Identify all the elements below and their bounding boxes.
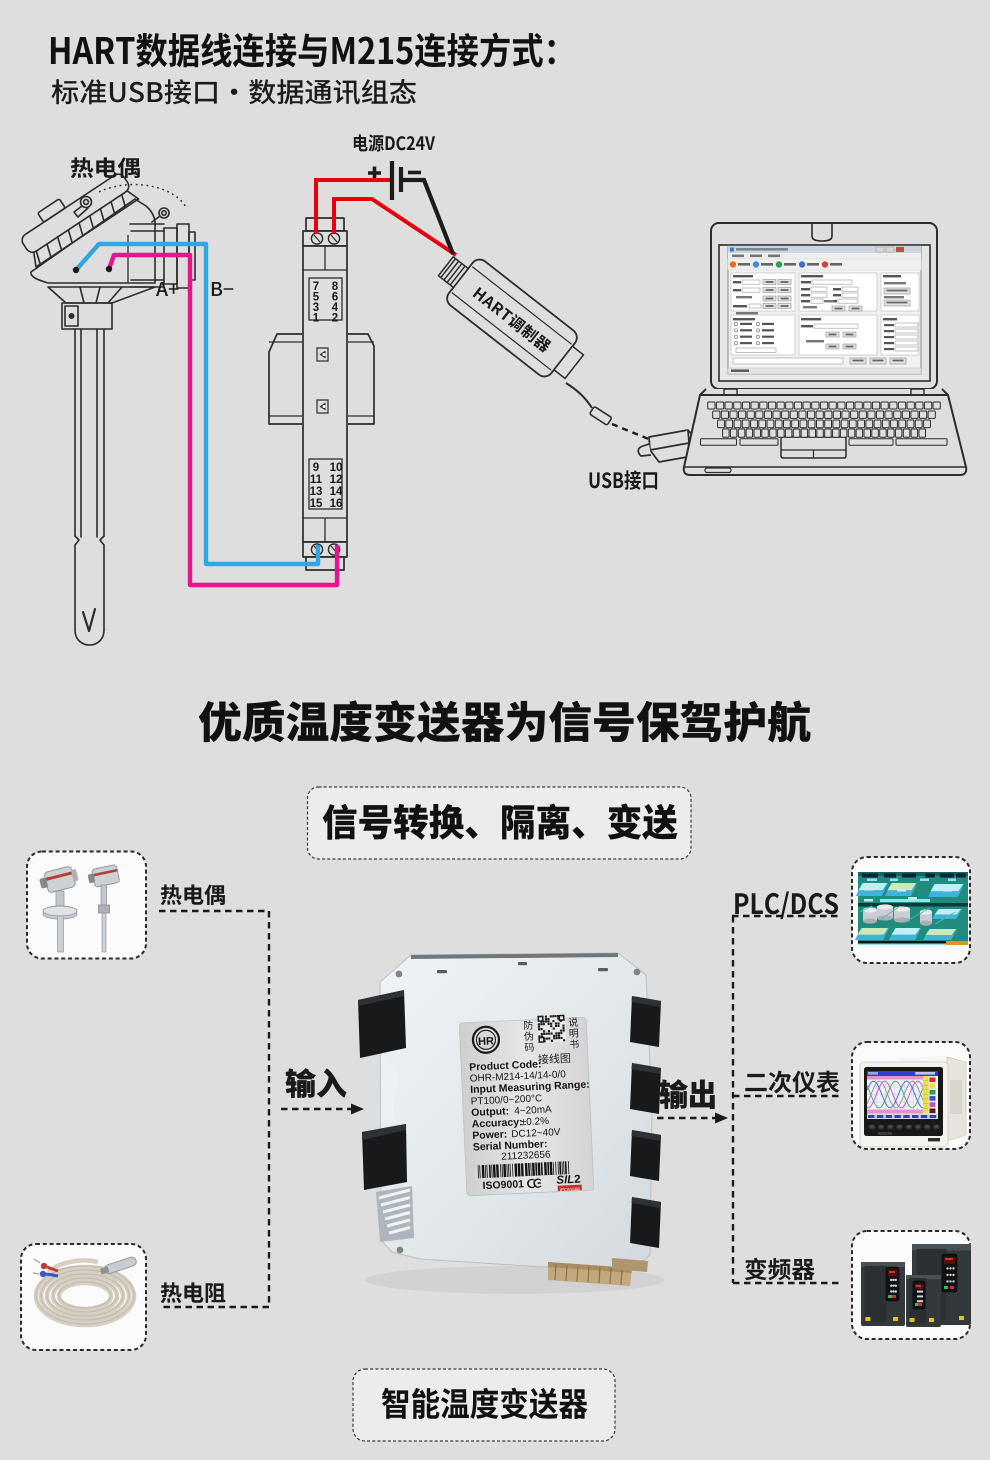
svg-text:SIL2: SIL2 [556,1174,581,1187]
svg-text:IEC61508: IEC61508 [560,1187,581,1193]
svg-text:6: 6 [332,292,338,304]
svg-text:Serial Number:: Serial Number: [473,1138,548,1153]
svg-text:16: 16 [330,498,343,510]
svg-text:4: 4 [332,302,339,314]
svg-text:5: 5 [313,292,320,304]
svg-text:Input Measuring Range:: Input Measuring Range: [470,1079,590,1096]
svg-text:Output:: Output: [471,1105,509,1119]
svg-text:10: 10 [330,462,343,474]
svg-text:Product Code:: Product Code: [469,1058,542,1073]
svg-text:Power:: Power: [472,1128,508,1142]
svg-text:9: 9 [313,462,319,474]
svg-text:DC12~40V: DC12~40V [511,1127,561,1140]
svg-text:PT100/0~200°C: PT100/0~200°C [471,1093,543,1107]
svg-text:4~20mA: 4~20mA [514,1104,552,1117]
svg-text:8: 8 [332,281,339,293]
svg-text:3: 3 [313,302,319,314]
svg-text:OHR-M214-14/14-0/0: OHR-M214-14/14-0/0 [469,1069,566,1084]
svg-text:12: 12 [330,474,343,486]
svg-text:2: 2 [332,313,338,325]
svg-text:±0.2%: ±0.2% [521,1116,550,1128]
svg-text:Accuracy:: Accuracy: [472,1116,523,1130]
svg-text:14: 14 [330,486,343,498]
svg-text:7: 7 [313,281,319,293]
svg-text:1: 1 [313,313,320,325]
svg-text:13: 13 [310,486,323,498]
svg-text:15: 15 [310,498,323,510]
svg-text:11: 11 [310,474,323,486]
svg-text:HR: HR [478,1035,494,1048]
svg-text:211232656: 211232656 [501,1149,551,1162]
svg-text:ISO9001: ISO9001 [482,1178,524,1192]
